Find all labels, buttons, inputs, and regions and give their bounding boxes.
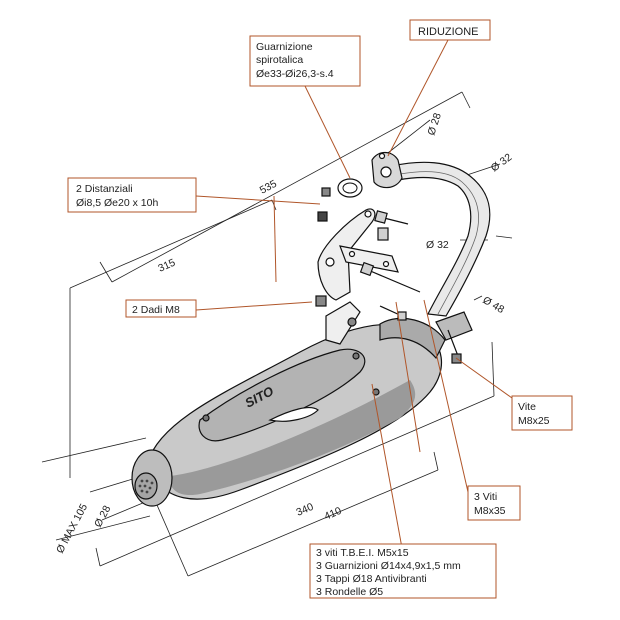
label-kit-line4: 3 Rondelle Ø5 bbox=[316, 586, 383, 598]
pipe-clamp bbox=[435, 311, 473, 341]
label-vite-line1: Vite bbox=[518, 401, 536, 413]
label-distanziali-line1: 2 Distanziali bbox=[76, 183, 133, 195]
dim-dia-max-105: Ø MAX 105 bbox=[54, 502, 90, 556]
rivet bbox=[202, 414, 210, 422]
muffler-panel bbox=[198, 348, 366, 442]
label-3-viti-line2: M8x35 bbox=[474, 505, 506, 517]
label-guarnizione: Guarnizione spirotalica Øe33-Øi26,3-s.4 bbox=[249, 35, 361, 87]
label-dadi-text: 2 Dadi M8 bbox=[132, 304, 180, 316]
bolt-middle bbox=[359, 261, 421, 293]
label-dadi: 2 Dadi M8 bbox=[125, 299, 197, 318]
dimension-lines bbox=[41, 91, 513, 577]
dim-315: 315 bbox=[156, 257, 177, 275]
label-kit: 3 viti T.B.E.I. M5x15 3 Guarnizioni Ø14x… bbox=[309, 543, 497, 599]
dim-dia48: Ø 48 bbox=[481, 294, 507, 316]
nut-top bbox=[317, 187, 331, 222]
lower-bracket bbox=[325, 301, 361, 345]
dim-410: 410 bbox=[322, 505, 343, 523]
plate-hole bbox=[382, 260, 390, 268]
dim-340: 340 bbox=[294, 501, 315, 519]
spiral-gasket bbox=[337, 178, 363, 198]
label-guarnizione-line1: Guarnizione bbox=[256, 41, 313, 53]
spacer-upper bbox=[377, 227, 389, 241]
label-kit-line1: 3 viti T.B.E.I. M5x15 bbox=[316, 547, 409, 559]
muffler-shade bbox=[169, 380, 416, 496]
nut-bottom bbox=[315, 295, 357, 327]
outlet-grid bbox=[138, 479, 154, 494]
label-3-viti-line1: 3 Viti bbox=[474, 491, 497, 503]
label-guarnizione-line3: Øe33-Øi26,3-s.4 bbox=[256, 68, 334, 80]
label-distanziali: 2 Distanziali Øi8,5 Øe20 x 10h bbox=[67, 177, 197, 213]
label-guarnizione-line2: spirotalica bbox=[256, 54, 303, 66]
bracket-hole bbox=[325, 257, 335, 267]
flange-hole-small bbox=[378, 152, 386, 160]
dim-dia32-mid: Ø 32 bbox=[426, 239, 449, 251]
rivet bbox=[352, 352, 360, 360]
label-vite-line2: M8x25 bbox=[518, 415, 550, 427]
dim-dia28-top: Ø 28 bbox=[425, 111, 443, 137]
label-3-viti: 3 Viti M8x35 bbox=[467, 485, 521, 521]
bracket-hole bbox=[364, 210, 372, 218]
label-kit-line3: 3 Tappi Ø18 Antivibranti bbox=[316, 573, 427, 585]
label-distanziali-line2: Øi8,5 Øe20 x 10h bbox=[76, 197, 158, 209]
bolt-upper bbox=[374, 210, 409, 225]
bolt-lower bbox=[379, 305, 407, 321]
dim-535: 535 bbox=[258, 178, 279, 197]
header-inner-stroke bbox=[399, 171, 479, 315]
leader-lines bbox=[195, 39, 513, 549]
dim-dia32-top: Ø 32 bbox=[489, 151, 515, 174]
label-riduzione-text: RIDUZIONE bbox=[418, 26, 479, 38]
plate-hole bbox=[348, 250, 356, 258]
muffler-ribbon bbox=[268, 407, 319, 422]
label-kit-line2: 3 Guarnizioni Ø14x4,9x1,5 mm bbox=[316, 560, 461, 572]
label-riduzione: RIDUZIONE bbox=[409, 19, 491, 41]
header-pipe bbox=[371, 151, 491, 341]
mount-brackets bbox=[317, 208, 399, 345]
flange-hole bbox=[380, 166, 392, 178]
muffler: SITO bbox=[131, 317, 446, 507]
label-vite: Vite M8x25 bbox=[511, 395, 573, 431]
